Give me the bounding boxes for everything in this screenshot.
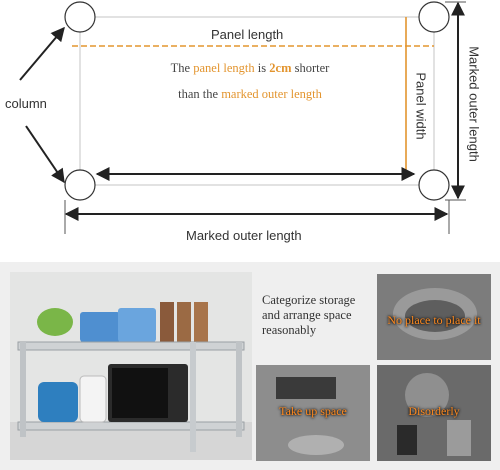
outer-length-bottom-label: Marked outer length bbox=[186, 228, 302, 243]
product-gallery: Categorize storage and arrange space rea… bbox=[0, 262, 500, 470]
note-line-1: The panel length is 2cm shorter bbox=[170, 61, 330, 75]
panel-length-label: Panel length bbox=[211, 27, 284, 42]
storage-description: Categorize storage and arrange space rea… bbox=[262, 293, 356, 337]
thumb-caption: Disorderly bbox=[408, 404, 460, 418]
column-circle-bottom-right bbox=[418, 169, 450, 201]
shelf-product-photo bbox=[10, 272, 252, 460]
column-circle-top-left bbox=[64, 1, 96, 33]
dimension-diagram: Panel length column Marked outer length … bbox=[5, 1, 482, 243]
column-circle-top-right bbox=[418, 1, 450, 33]
column-pointer-down bbox=[25, 125, 65, 184]
column-label: column bbox=[5, 96, 47, 111]
diagram-drawing bbox=[19, 1, 466, 234]
column-circle-bottom-left bbox=[64, 169, 96, 201]
note-line-2: than the marked outer length bbox=[178, 87, 322, 101]
panel-width-label: Panel width bbox=[413, 72, 429, 140]
thumb-caption: Take up space bbox=[279, 404, 347, 418]
column-pointer-up bbox=[19, 26, 65, 81]
outer-length-side-label: Marked outer length bbox=[466, 46, 482, 162]
thumb-take-up-space: Take up space bbox=[256, 365, 370, 461]
thumb-no-place: No place to place it bbox=[377, 274, 491, 360]
thumb-caption: No place to place it bbox=[387, 313, 481, 327]
shelf-outline bbox=[79, 16, 435, 186]
thumb-disorderly: Disorderly bbox=[377, 365, 491, 461]
